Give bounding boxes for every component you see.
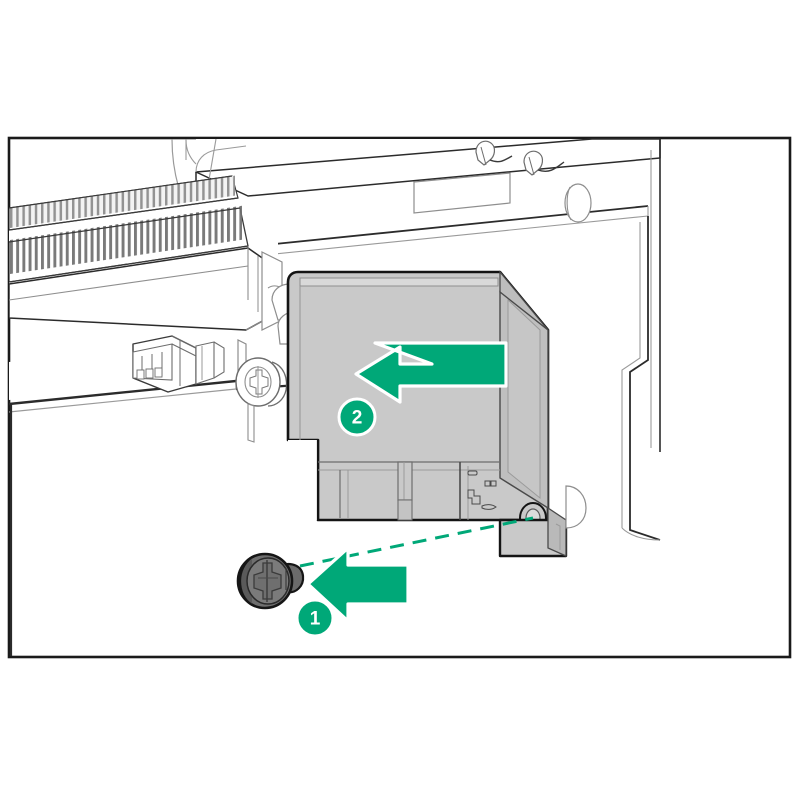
dimm-slot (9, 175, 285, 331)
callout-2[interactable]: 2 (337, 397, 377, 437)
module-body (286, 270, 550, 522)
module-bracket (498, 506, 568, 558)
loose-screw (236, 552, 305, 610)
alignment-line (299, 516, 534, 568)
callout-2-label: 2 (352, 408, 363, 429)
panel-boss (564, 183, 592, 223)
callout-1-label: 1 (310, 609, 321, 630)
callout-1-circle (295, 598, 335, 638)
step-1-arrow (306, 546, 410, 623)
callout-1[interactable]: 1 (295, 598, 335, 638)
callout-2-circle (337, 397, 377, 437)
step-2-arrow (354, 341, 508, 404)
board-connector (132, 335, 225, 393)
module-assembly (286, 270, 587, 558)
installed-screw (235, 357, 288, 443)
module-silkscreen-marks (467, 470, 497, 510)
panel-clips (475, 140, 565, 176)
label-plate (413, 172, 511, 214)
